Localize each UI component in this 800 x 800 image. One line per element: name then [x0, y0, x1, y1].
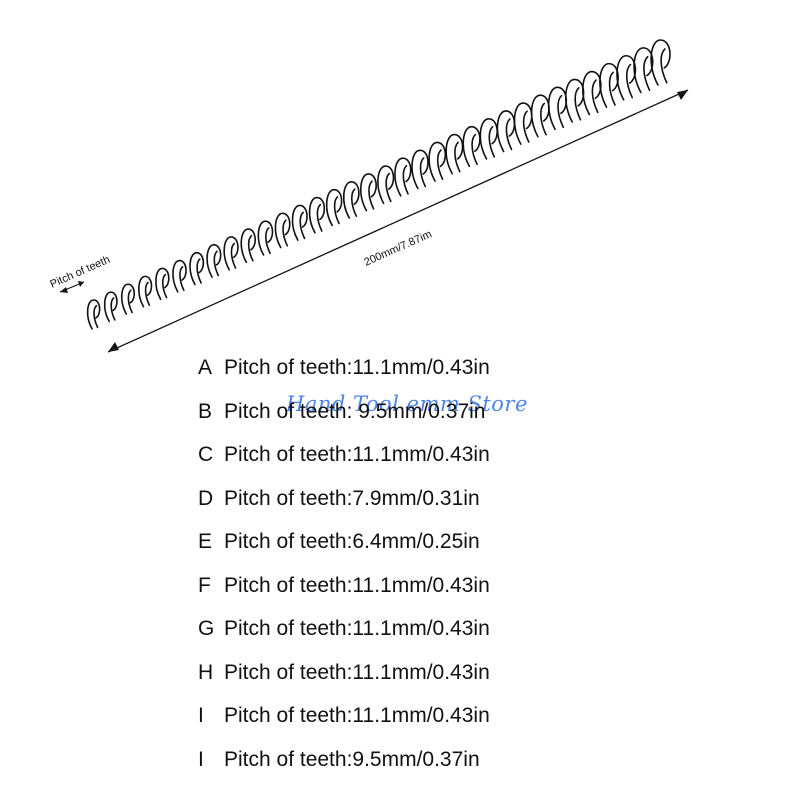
length-label: 200mm/7.87im	[362, 228, 433, 269]
spec-letter: C	[198, 443, 214, 466]
wire-loop	[206, 244, 222, 278]
spec-text: Pitch of teeth:11.1mm/0.43in	[224, 704, 490, 727]
spec-letter: H	[198, 660, 214, 684]
spec-text: Pitch of teeth:11.1mm/0.43in	[224, 573, 490, 597]
wire-loop	[291, 204, 308, 241]
spec-letter: B	[198, 399, 213, 423]
wire-loops	[86, 39, 671, 330]
spec-text: Pitch of teeth:7.9mm/0.31in	[224, 486, 480, 510]
wire-loop	[189, 251, 205, 286]
pitch-spec-list: A Pitch of teeth:11.1mm/0.43in B Pitch of …	[198, 346, 758, 781]
wire-loop	[86, 299, 101, 330]
wire-loop	[582, 70, 602, 116]
wire-loop	[513, 102, 533, 145]
wire-loop	[633, 47, 654, 94]
spec-text: Pitch of teeth:11.1mm/0.43in	[224, 660, 490, 684]
wire-loop	[616, 54, 637, 101]
wire-loop	[240, 228, 256, 264]
spec-text: Pitch of teeth:9.5mm/0.37in	[224, 747, 480, 771]
spec-row-g: G Pitch of teeth:11.1mm/0.43in	[198, 607, 758, 651]
wire-loop	[155, 267, 170, 301]
spec-letter: A	[198, 356, 213, 379]
spec-letter: I	[198, 704, 204, 727]
spec-row-c: C Pitch of teeth:11.1mm/0.43in	[198, 433, 758, 477]
wire-loop	[103, 291, 118, 323]
spec-row-e: E Pitch of teeth:6.4mm/0.25in	[198, 520, 758, 564]
wire-loop	[496, 110, 516, 153]
spec-text: Pitch of teeth:11.1mm/0.43in	[224, 617, 490, 640]
wire-loop	[565, 78, 585, 123]
spec-row-b: B Pitch of teeth: 9.5mm/0.37in	[198, 390, 758, 434]
wire-loop	[411, 149, 429, 190]
wire-loop	[530, 94, 550, 138]
wire-loop	[462, 125, 481, 168]
wire-loop	[547, 86, 567, 131]
wire-loop	[599, 62, 619, 108]
spec-row-i: I Pitch of teeth:11.1mm/0.43in	[198, 694, 758, 738]
spec-row-a: A Pitch of teeth:11.1mm/0.43in	[198, 346, 758, 390]
wire-loop	[308, 196, 326, 234]
wire-loop	[138, 275, 153, 308]
wire-loop	[377, 165, 395, 205]
spec-text: Pitch of teeth: 9.5mm/0.37in	[224, 399, 486, 423]
length-dimension-arrow	[107, 89, 689, 353]
spec-letter: E	[198, 530, 213, 553]
spec-letter: G	[198, 617, 215, 640]
wire-loop	[257, 220, 274, 256]
wire-loop	[479, 117, 498, 160]
wire-loop	[223, 236, 239, 271]
spec-text: Pitch of teeth:11.1mm/0.43in	[224, 443, 490, 466]
spec-row-i-2: I Pitch of teeth:9.5mm/0.37in	[198, 738, 758, 782]
spec-text: Pitch of teeth:6.4mm/0.25in	[224, 530, 480, 553]
spec-text: Pitch of teeth:11.1mm/0.43in	[224, 356, 490, 379]
wire-loop	[121, 283, 135, 315]
wire-loop	[360, 173, 377, 212]
pitch-arrow	[59, 281, 85, 293]
spec-row-d: D Pitch of teeth:7.9mm/0.31in	[198, 477, 758, 521]
wire-loop	[428, 141, 447, 182]
spec-letter: F	[198, 573, 211, 597]
spec-row-h: H Pitch of teeth:11.1mm/0.43in	[198, 651, 758, 695]
store-watermark: Hand Tool emm Store	[286, 392, 528, 416]
spec-row-f: F Pitch of teeth:11.1mm/0.43in	[198, 564, 758, 608]
wire-loop	[343, 181, 360, 219]
wire-loop	[394, 157, 412, 197]
wire-loop	[325, 188, 343, 227]
wire-loop	[445, 133, 464, 175]
spec-letter: I	[198, 747, 204, 771]
wire-loop	[172, 259, 187, 293]
wire-loop	[650, 39, 671, 86]
spec-letter: D	[198, 486, 214, 510]
wire-loop	[274, 212, 291, 249]
